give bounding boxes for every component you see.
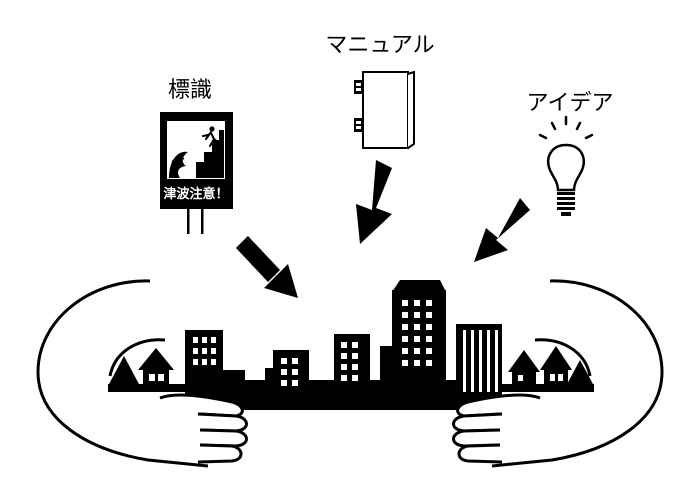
idea-label: アイデア bbox=[527, 91, 614, 116]
city-skyline-icon bbox=[108, 280, 594, 410]
right-hand-icon bbox=[452, 393, 541, 464]
arrow-from-sign-icon bbox=[236, 236, 298, 298]
embracing-hands-icon bbox=[36, 279, 664, 468]
sign-label: 標識 bbox=[168, 78, 212, 103]
tsunami-warning-sign-icon: 津波注意！ bbox=[160, 112, 233, 234]
binder-manual-icon bbox=[354, 70, 415, 149]
manual-label: マニュアル bbox=[325, 33, 434, 58]
light-bulb-icon bbox=[538, 115, 594, 216]
arrow-from-manual-icon bbox=[356, 160, 392, 244]
arrow-from-idea-icon bbox=[474, 198, 530, 262]
sign-caption: 津波注意！ bbox=[163, 186, 228, 202]
left-hand-icon bbox=[159, 393, 248, 464]
